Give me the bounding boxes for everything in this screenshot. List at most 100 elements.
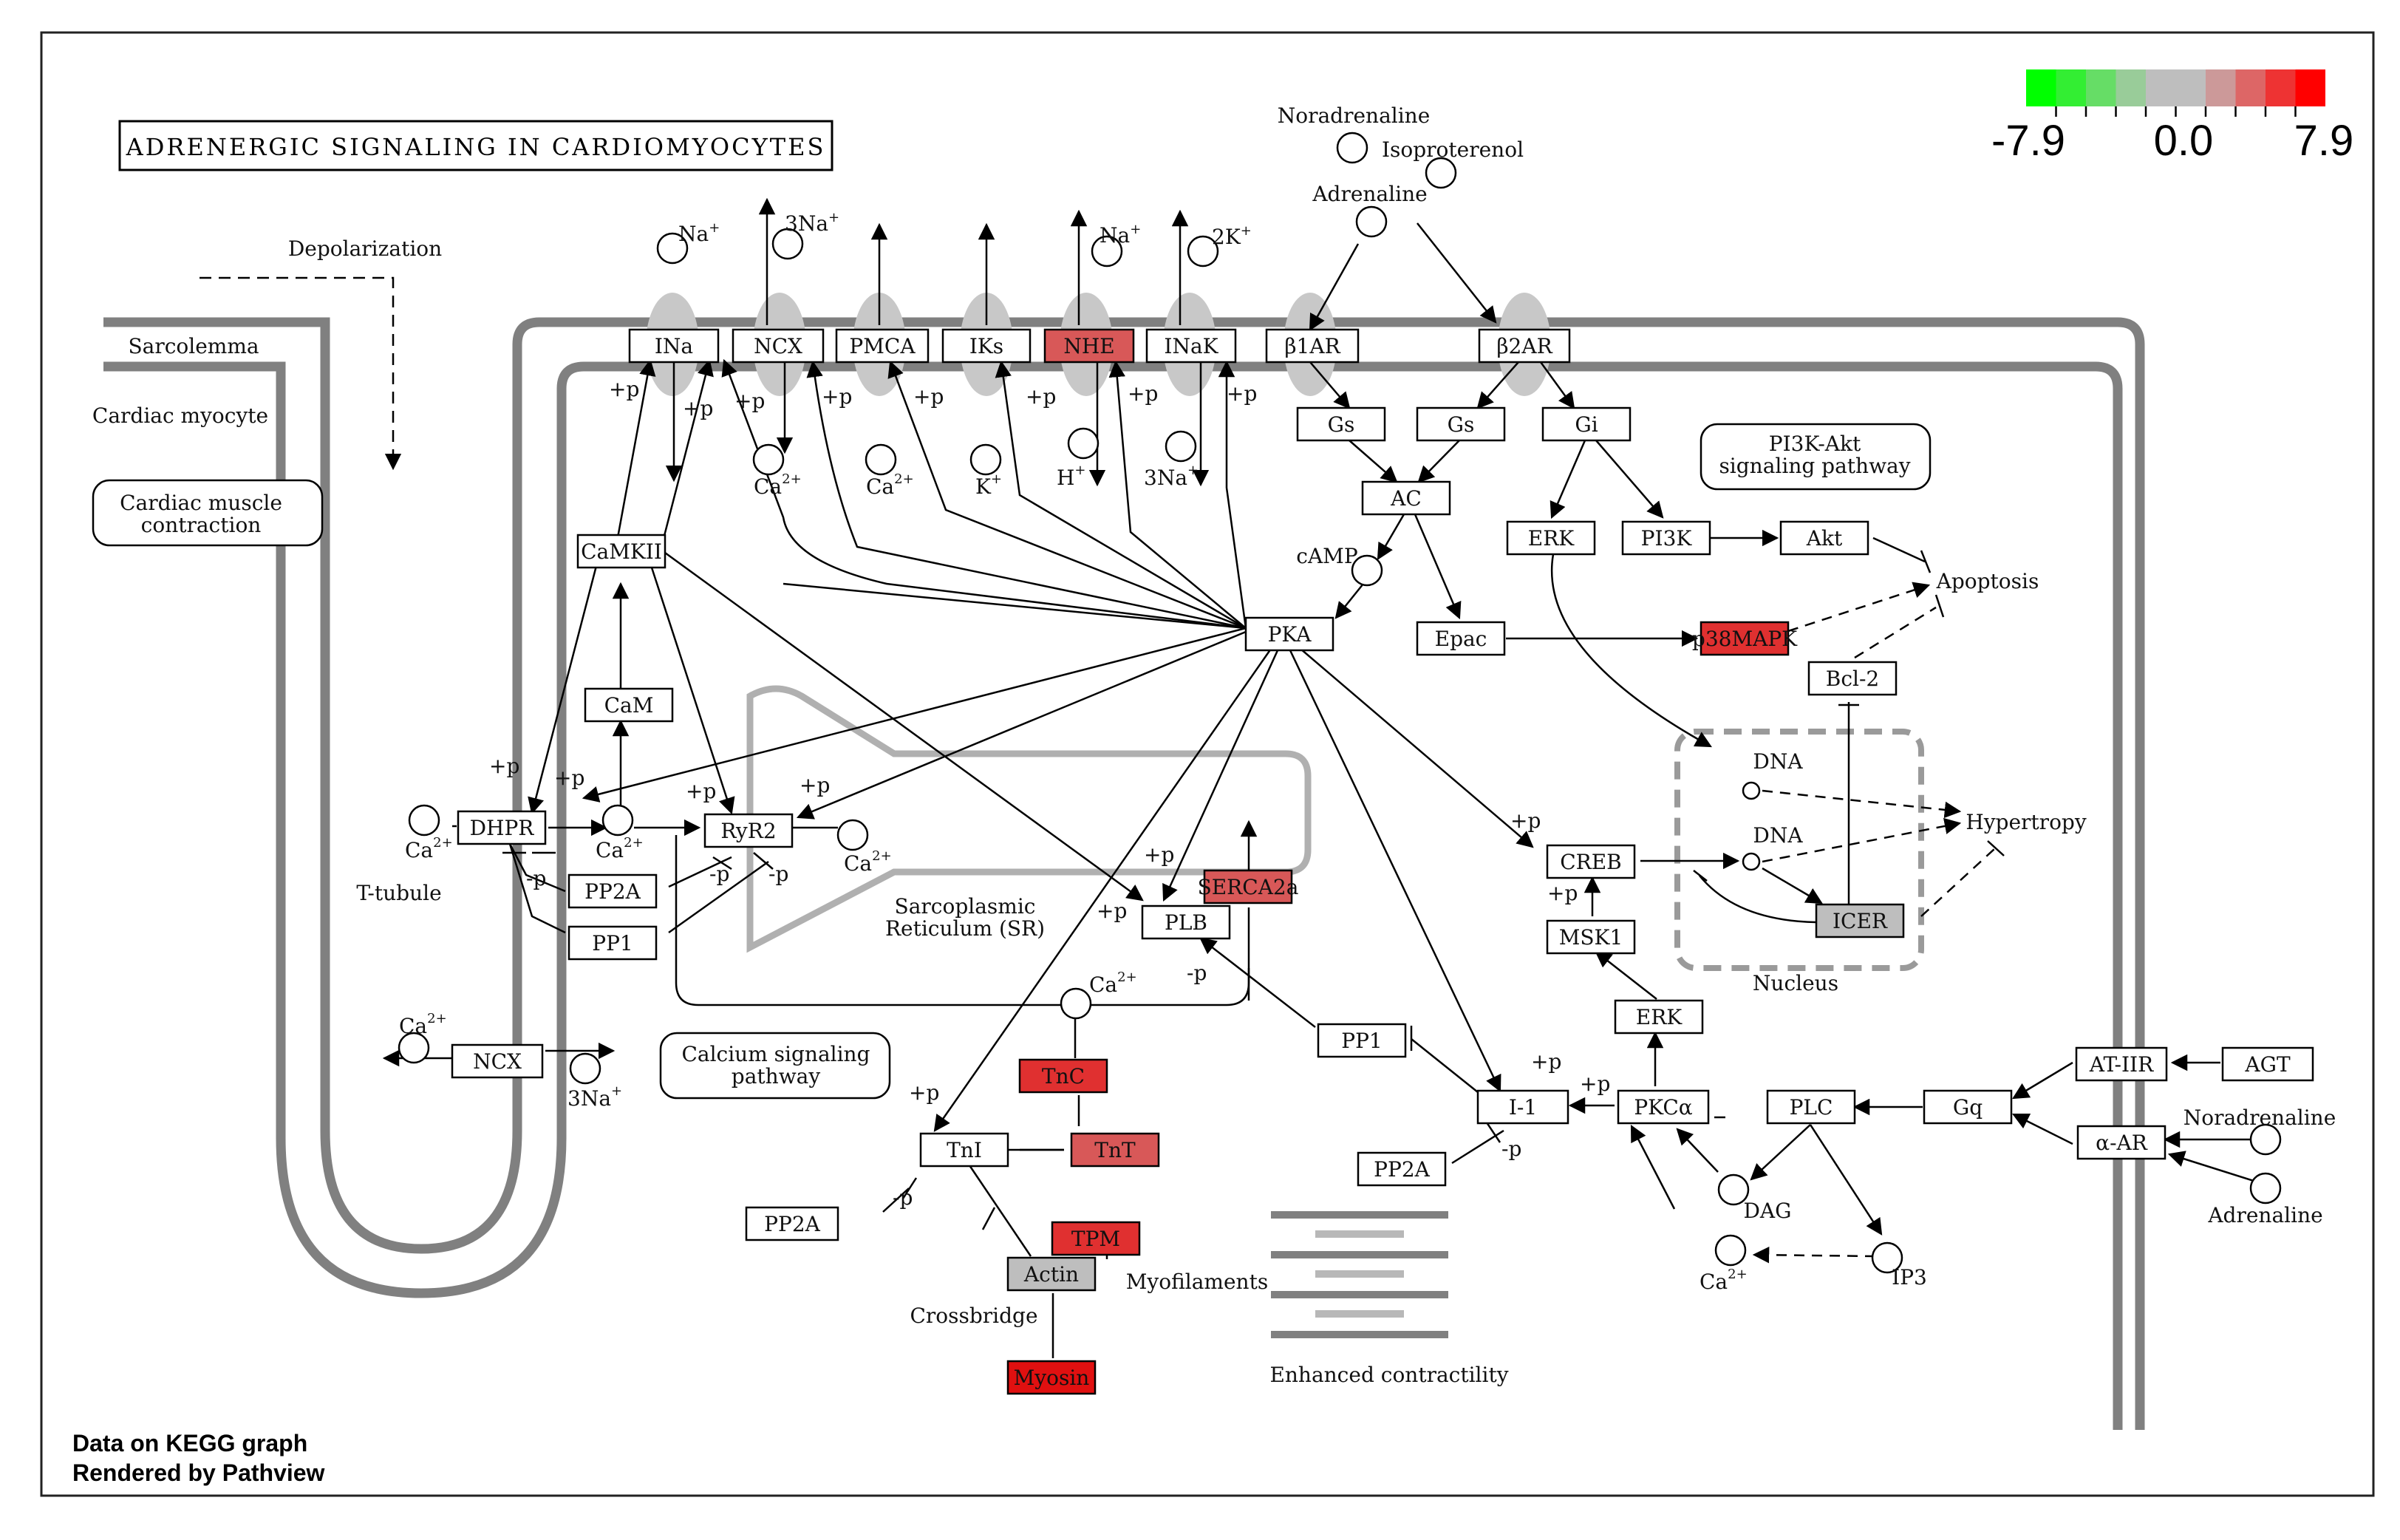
gene-node-label: CaMKII — [581, 539, 662, 564]
legend-swatch — [2026, 69, 2056, 106]
muscle-contraction-label-2: contraction — [141, 513, 262, 537]
gene-node-epac[interactable]: Epac — [1416, 621, 1506, 656]
gene-node-dhpr[interactable]: DHPR — [457, 810, 547, 845]
gene-node-i1[interactable]: I-1 — [1476, 1089, 1569, 1125]
gene-node-label: TnI — [947, 1138, 982, 1162]
calcium-pathway-label-1: Calcium signaling — [681, 1042, 870, 1066]
edge-label-p: +p — [489, 754, 519, 778]
gene-node-label: AGT — [2244, 1052, 2291, 1077]
legend-swatch — [2086, 69, 2116, 106]
gene-node-label: β2AR — [1496, 334, 1552, 358]
gene-node-label: α-AR — [2096, 1131, 2148, 1155]
gene-node-label: TnC — [1042, 1064, 1085, 1088]
gene-node-erk-2[interactable]: ERK — [1614, 999, 1704, 1035]
gene-node-plc[interactable]: PLC — [1766, 1089, 1856, 1125]
gene-node-pka[interactable]: PKA — [1244, 616, 1334, 652]
gene-node-ina[interactable]: INa — [628, 328, 720, 364]
calcium-signaling-pathway-box[interactable] — [659, 1032, 891, 1100]
crossbridge-label: Crossbridge — [910, 1304, 1037, 1328]
gene-node-label: NHE — [1063, 334, 1114, 358]
noradrenaline-top-label: Noradrenaline — [1278, 103, 1431, 128]
gene-node-gq[interactable]: Gq — [1923, 1089, 2013, 1125]
gene-node-pp1-2[interactable]: PP1 — [1317, 1023, 1407, 1058]
gene-node-ryr2[interactable]: RyR2 — [703, 813, 794, 848]
legend-swatch — [2116, 69, 2146, 106]
gene-node-pp2a-3[interactable]: PP2A — [745, 1206, 839, 1241]
gene-node-tnt[interactable]: TnT — [1070, 1132, 1160, 1168]
edge-label-p: +p — [822, 384, 852, 409]
gene-node-label: PP2A — [584, 879, 641, 904]
edges — [200, 197, 2254, 1358]
ion-ca-ncx-left: Ca2+ — [399, 1011, 447, 1038]
gene-node-pkca[interactable]: PKCα — [1617, 1089, 1710, 1125]
gene-node-pmca[interactable]: PMCA — [835, 328, 930, 364]
pi3k-pathway-label-2: signaling pathway — [1719, 454, 1910, 478]
gene-node-b2ar[interactable]: β2AR — [1478, 328, 1571, 364]
edge-labels: +p +p +p +p +p +p +p +p +p +p +p +p +p +… — [489, 377, 1610, 1210]
gene-node-icer[interactable]: ICER — [1815, 903, 1905, 938]
gene-node-label: TPM — [1071, 1227, 1120, 1251]
gene-node-label: SERCA2a — [1198, 875, 1299, 899]
legend-swatch — [2146, 69, 2176, 106]
gene-node-inak[interactable]: INaK — [1145, 328, 1237, 364]
edge-label-minus-p: -p — [709, 862, 729, 886]
gene-node-label: PP1 — [1341, 1029, 1383, 1053]
gene-node-ac[interactable]: AC — [1361, 480, 1451, 516]
gene-node-at-iir[interactable]: AT-IIR — [2075, 1046, 2168, 1082]
gene-node-label: Gi — [1575, 412, 1598, 437]
gene-node-plb[interactable]: PLB — [1141, 904, 1231, 940]
edge-label-p: +p — [1531, 1049, 1561, 1074]
gene-node-gs-2[interactable]: Gs — [1416, 406, 1506, 442]
cardiac-muscle-contraction-box[interactable] — [92, 479, 324, 547]
gene-node-bcl2[interactable]: Bcl-2 — [1807, 661, 1898, 696]
gene-node-p38mapk[interactable]: p38MAPK — [1692, 621, 1798, 656]
gene-node-pp2a-1[interactable]: PP2A — [567, 873, 658, 909]
gene-node-label: PMCA — [849, 334, 916, 358]
pathway-link-boxes[interactable] — [92, 423, 1932, 1100]
gene-node-agt[interactable]: AGT — [2221, 1046, 2314, 1082]
gene-node-label: Epac — [1435, 627, 1487, 651]
gene-node-cam[interactable]: CaM — [584, 687, 674, 723]
gene-node-b1ar[interactable]: β1AR — [1265, 328, 1360, 364]
nucleus-boundary — [1674, 729, 1924, 971]
gene-node-pi3k[interactable]: PI3K — [1621, 520, 1711, 556]
edge-label-p: +p — [1026, 384, 1056, 409]
gene-node-label: ERK — [1528, 526, 1575, 551]
gene-node-akt[interactable]: Akt — [1779, 520, 1869, 556]
gene-node-pp1-1[interactable]: PP1 — [567, 925, 658, 961]
gene-node-tnc[interactable]: TnC — [1018, 1058, 1108, 1094]
gene-node-creb[interactable]: CREB — [1546, 844, 1636, 879]
gene-node-serca2a[interactable]: SERCA2a — [1198, 869, 1299, 904]
gene-node-tni[interactable]: TnI — [919, 1132, 1009, 1168]
gene-node-iks[interactable]: IKs — [941, 328, 1032, 364]
gene-node-camkii[interactable]: CaMKII — [576, 534, 667, 569]
gene-node-myosin[interactable]: Myosin — [1006, 1360, 1097, 1395]
pi3k-akt-pathway-box[interactable] — [1700, 423, 1932, 491]
edge-label-minus-p: -p — [768, 862, 788, 886]
edge-label-p: +p — [913, 384, 944, 409]
gene-node-erk-1[interactable]: ERK — [1506, 520, 1596, 556]
gene-node-label: DHPR — [470, 816, 535, 840]
gene-node-nhe[interactable]: NHE — [1043, 328, 1135, 364]
edge-label-p: +p — [909, 1080, 939, 1105]
edge-label-p: +p — [609, 377, 639, 401]
ion-ca-ttubule: Ca2+ — [405, 835, 453, 862]
gene-node-tpm[interactable]: TPM — [1051, 1221, 1141, 1256]
ion-labels: Na+ 3Na+ Na+ 2K+ Ca2+ Ca2+ K+ H+ 3Na+ Ca… — [399, 210, 1748, 1294]
gene-node-gs-1[interactable]: Gs — [1296, 406, 1386, 442]
gene-node-actin[interactable]: Actin — [1006, 1256, 1097, 1292]
gene-node-a-ar[interactable]: α-AR — [2076, 1125, 2167, 1160]
gene-node-label: PI3K — [1641, 526, 1693, 551]
gene-node-label: PLC — [1790, 1095, 1833, 1120]
gene-node-gi[interactable]: Gi — [1541, 406, 1632, 442]
gene-node-ncx-left[interactable]: NCX — [451, 1043, 544, 1079]
gene-node-msk1[interactable]: MSK1 — [1546, 919, 1636, 955]
gene-node-ncx-top[interactable]: NCX — [732, 328, 825, 364]
gene-node-pp2a-2[interactable]: PP2A — [1357, 1151, 1447, 1187]
edge-label-p: +p — [1510, 808, 1541, 833]
edge-label-p: +p — [1144, 842, 1174, 867]
gene-node-label: PP1 — [592, 931, 633, 955]
calcium-pathway-label-2: pathway — [732, 1064, 821, 1088]
edge-label-p: +p — [1580, 1071, 1610, 1096]
